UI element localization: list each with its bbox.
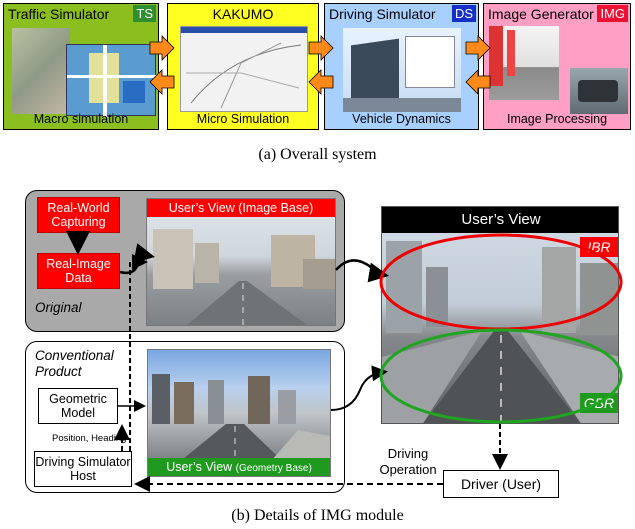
box-label: Geometric Model (49, 392, 107, 420)
img-tag: IMG (597, 5, 628, 22)
driver-box: Driver (User) (443, 470, 559, 498)
simulator-cockpit-image (343, 28, 461, 112)
box-label: Real-World Capturing (47, 201, 110, 229)
caption-b: (b) Details of IMG module (231, 507, 404, 524)
view-title-sub: (Geometry Base) (235, 463, 312, 474)
position-heading-label: Position, Heading (52, 433, 127, 444)
rendered-road-image (489, 26, 559, 100)
panel-title: KAKUMO (212, 6, 274, 22)
traffic-grid-image (66, 44, 157, 117)
box-label: Driver (User) (460, 476, 542, 492)
real-world-capturing-box: Real-World Capturing (37, 197, 120, 233)
panel-footer: Micro Simulation (196, 112, 290, 126)
kakumo-window-image (180, 26, 308, 112)
panel-driving-simulator: Driving Simulator DS Vehicle Dynamics (324, 3, 479, 130)
panel-title: Traffic Simulator (8, 6, 110, 22)
panel-image-generator: Image Generator IMG Image Processing (483, 3, 631, 130)
panel-title: Image Generator (488, 6, 594, 22)
users-view-title: User’s View (461, 211, 541, 228)
panel-footer: Macro simulation (33, 112, 129, 126)
geometry-base-view: User’s View (Geometry Base) (147, 349, 331, 477)
driving-simulator-host-box: Driving Simulator Host (34, 451, 132, 487)
conventional-label: Conventional Product (35, 348, 114, 379)
geometric-model-box: Geometric Model (38, 388, 118, 424)
ds-tag: DS (451, 5, 476, 22)
view-title-main: User’s View (166, 460, 233, 474)
panel-footer: Vehicle Dynamics (352, 112, 451, 126)
ibr-ellipse (379, 233, 623, 331)
traffic-map-image (12, 28, 70, 114)
road-network-sketch (186, 42, 302, 109)
panel-traffic-simulator: Traffic Simulator TS Macro simulation (3, 3, 159, 130)
caption-a: (a) Overall system (258, 146, 377, 163)
image-base-view: User’s View (Image Base) (146, 198, 336, 326)
driving-operation-label: Driving Operation (379, 446, 437, 477)
panel-footer: Image Processing (506, 112, 608, 126)
original-label: Original (35, 300, 82, 315)
panel-kakumo: KAKUMO Micro Simulation (167, 3, 319, 130)
view-title: User’s View (Geometry Base) (148, 459, 330, 476)
box-label: Real-Image Data (46, 257, 111, 285)
users-view-panel: User’s View IBR GBR (381, 206, 619, 424)
panel-title: Driving Simulator (329, 6, 436, 22)
gbr-ellipse (379, 328, 623, 424)
box-label: Driving Simulator Host (35, 455, 131, 483)
ts-tag: TS (133, 5, 156, 22)
real-image-data-box: Real-Image Data (37, 253, 120, 289)
view-title: User’s View (Image Base) (168, 201, 314, 215)
vehicle-image (570, 68, 628, 114)
